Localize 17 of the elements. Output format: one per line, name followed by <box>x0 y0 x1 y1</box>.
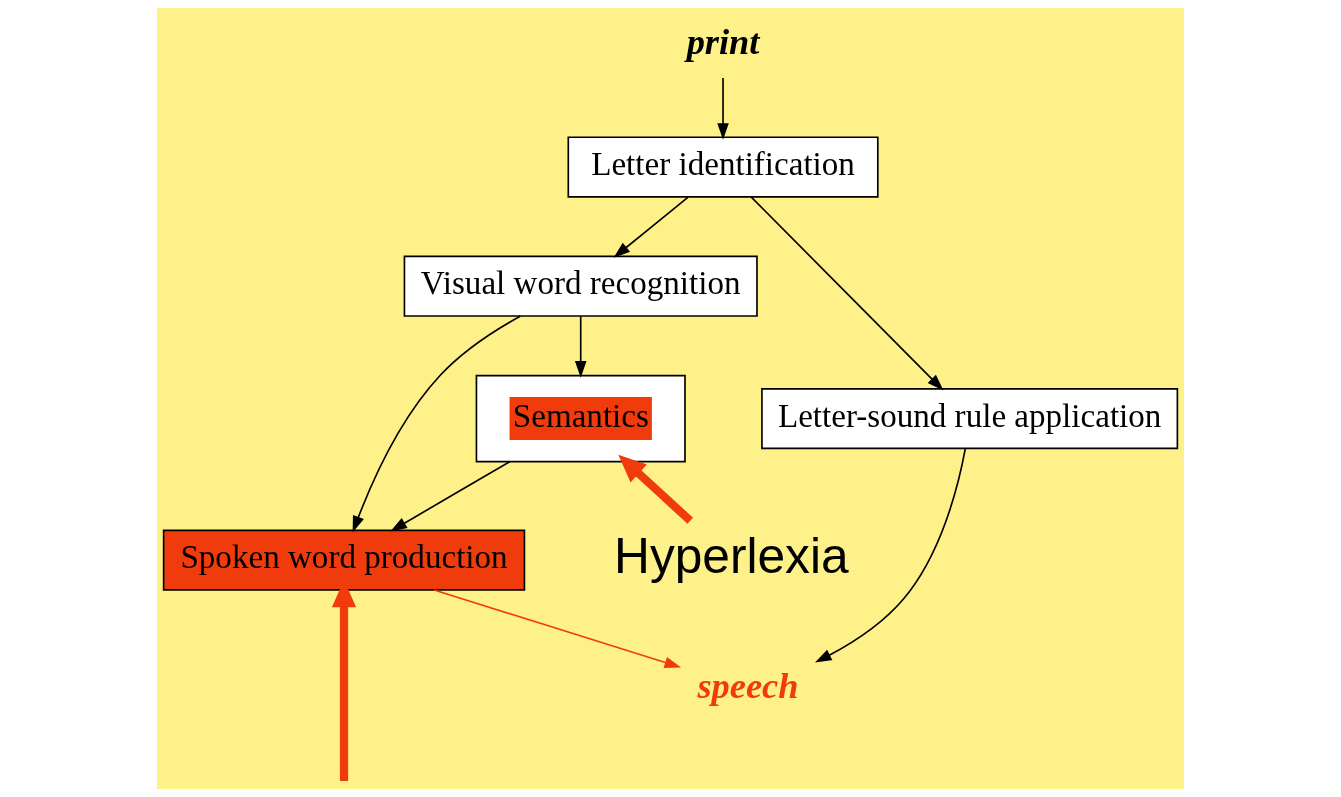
node-text: speech <box>697 665 799 706</box>
node-box: Spoken word production <box>162 529 526 591</box>
node-box: Semantics <box>475 374 686 463</box>
arrow <box>352 315 521 533</box>
arrow <box>433 589 682 669</box>
arrow <box>613 196 689 258</box>
node-box: Letter-sound rule application <box>761 387 1179 450</box>
node-box: Visual word recognition <box>403 255 758 317</box>
node-box: Letter identification <box>567 136 879 198</box>
node-text: Hyperlexia <box>614 527 849 584</box>
arrow <box>750 196 944 391</box>
arrow <box>618 454 694 524</box>
node-text: print <box>686 21 760 62</box>
arrow <box>814 447 967 663</box>
arrow <box>574 315 587 378</box>
arrow <box>390 460 511 532</box>
arrow <box>717 77 729 140</box>
